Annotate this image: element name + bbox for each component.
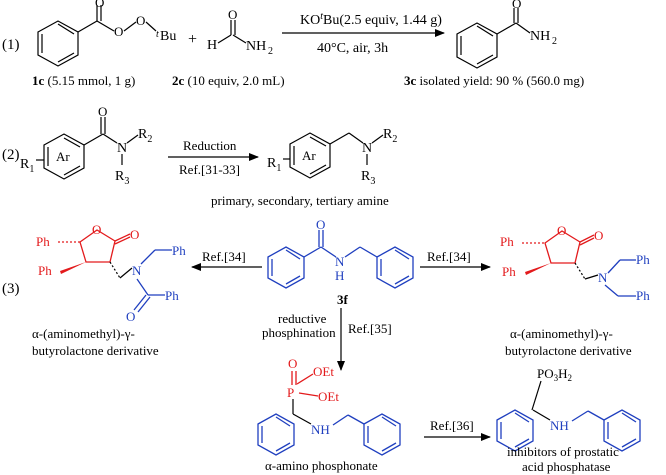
svg-text:Ph: Ph	[636, 288, 650, 303]
svg-text:Ph: Ph	[636, 252, 650, 267]
tert-butyl-perbenzoate-structure: O O O t Bu	[37, 0, 176, 67]
label-1c: 1c (5.15 mmol, 1 g)	[32, 73, 135, 88]
benzamide-structure: O NH 2	[456, 0, 557, 69]
svg-text:H: H	[207, 38, 217, 53]
svg-text:Ref.[31-33]: Ref.[31-33]	[179, 162, 240, 177]
svg-text:(2): (2)	[2, 147, 20, 163]
equation-3: (3) O N H 3f Ref.[34] Ref.[34]	[2, 217, 650, 474]
equation-1: (1) O O O t Bu + H O N	[2, 0, 584, 88]
svg-text:Ar: Ar	[302, 148, 316, 163]
svg-text:Ph: Ph	[500, 234, 514, 249]
svg-text:Ar: Ar	[56, 149, 70, 164]
svg-text:R2: R2	[383, 127, 397, 145]
svg-text:OEt: OEt	[313, 364, 334, 379]
phosphonic-acid-inhibitor-structure: PO3H2 NH	[496, 366, 641, 452]
svg-text:Ref.[34]: Ref.[34]	[202, 249, 246, 264]
svg-text:N: N	[598, 270, 608, 285]
svg-text:phosphination: phosphination	[262, 325, 336, 340]
svg-text:Ph: Ph	[36, 234, 50, 249]
svg-text:reductive: reductive	[278, 311, 327, 326]
svg-text:Ref.[35]: Ref.[35]	[348, 321, 392, 336]
svg-text:O: O	[557, 223, 566, 238]
n-benzylbenzamide-3f: O N H 3f	[267, 217, 414, 307]
aryl-amine-structure: R1 Ar N R2 R3	[267, 127, 397, 187]
svg-text:Ph: Ph	[172, 243, 186, 258]
svg-text:butyrolactone derivative: butyrolactone derivative	[32, 343, 159, 358]
alpha-amino-phosphonate-structure: O P OEt OEt NH	[257, 356, 401, 456]
svg-text:N: N	[132, 263, 142, 278]
svg-text:P: P	[287, 385, 294, 400]
equation-2: (2) R1 Ar O N R2 R3 Reduction Ref.[31-33…	[2, 104, 397, 208]
svg-text:OEt: OEt	[318, 389, 339, 404]
svg-text:inhibitors of prostatic: inhibitors of prostatic	[507, 444, 619, 459]
svg-text:O: O	[316, 217, 325, 232]
svg-text:O: O	[92, 222, 101, 237]
svg-text:(3): (3)	[2, 281, 20, 297]
svg-text:t: t	[156, 29, 159, 40]
svg-text:Ref.[34]: Ref.[34]	[427, 249, 471, 264]
svg-text:O: O	[136, 13, 145, 28]
right-lactone-amine-structure: O O Ph Ph N Ph Ph	[500, 223, 650, 303]
svg-text:NH: NH	[246, 39, 266, 54]
svg-text:H: H	[335, 268, 344, 283]
svg-text:Reduction: Reduction	[183, 138, 237, 153]
svg-text:PO3H2: PO3H2	[537, 366, 572, 383]
label-2c: 2c (10 equiv, 2.0 mL)	[172, 73, 285, 88]
svg-text:N: N	[335, 254, 345, 269]
svg-text:O: O	[95, 0, 104, 10]
eq1-condition-bottom: 40°C, air, 3h	[317, 41, 388, 56]
svg-text:N: N	[362, 141, 372, 156]
svg-text:NH: NH	[530, 29, 550, 44]
amine-caption: primary, secondary, tertiary amine	[211, 193, 389, 208]
svg-text:O: O	[288, 356, 297, 371]
aryl-amide-structure: R1 Ar O N R2 R3	[20, 104, 152, 187]
svg-text:O: O	[98, 104, 107, 119]
label-3c: 3c isolated yield: 90 % (560.0 mg)	[404, 73, 584, 88]
svg-text:Ph: Ph	[502, 264, 516, 279]
svg-text:N: N	[117, 141, 127, 156]
svg-text:2: 2	[552, 36, 557, 47]
svg-text:α-(aminomethyl)-γ-: α-(aminomethyl)-γ-	[32, 326, 135, 341]
svg-text:O: O	[512, 0, 521, 11]
left-lactone-amide-structure: O O Ph Ph N Ph O Ph	[36, 222, 186, 324]
svg-text:Ref.[36]: Ref.[36]	[430, 418, 474, 433]
eq1-number: (1)	[2, 37, 20, 53]
svg-text:R1: R1	[267, 156, 281, 174]
svg-text:O: O	[594, 228, 603, 243]
svg-text:O: O	[114, 24, 123, 39]
svg-text:Bu: Bu	[160, 29, 176, 44]
svg-text:Ph: Ph	[38, 263, 52, 278]
svg-text:+: +	[188, 31, 197, 48]
svg-text:R3: R3	[115, 169, 129, 187]
svg-text:O: O	[126, 309, 135, 324]
svg-text:R2: R2	[138, 127, 152, 145]
svg-text:R3: R3	[361, 169, 375, 187]
svg-text:Ph: Ph	[165, 288, 179, 303]
svg-text:butyrolactone derivative: butyrolactone derivative	[505, 343, 632, 358]
svg-text:R1: R1	[20, 157, 34, 175]
svg-text:NH: NH	[550, 418, 569, 433]
svg-text:acid phosphatase: acid phosphatase	[522, 459, 611, 474]
formamide-structure: H O NH 2	[207, 7, 273, 57]
svg-text:O: O	[130, 227, 139, 242]
svg-text:NH: NH	[311, 422, 330, 437]
svg-text:α-amino phosphonate: α-amino phosphonate	[265, 458, 378, 473]
svg-text:O: O	[228, 7, 237, 22]
svg-text:3f: 3f	[337, 292, 349, 307]
eq1-condition-top: KOtBu(2.5 equiv, 1.44 g)	[300, 11, 442, 28]
svg-text:α-(aminomethyl)-γ-: α-(aminomethyl)-γ-	[510, 326, 613, 341]
svg-text:2: 2	[268, 46, 273, 57]
